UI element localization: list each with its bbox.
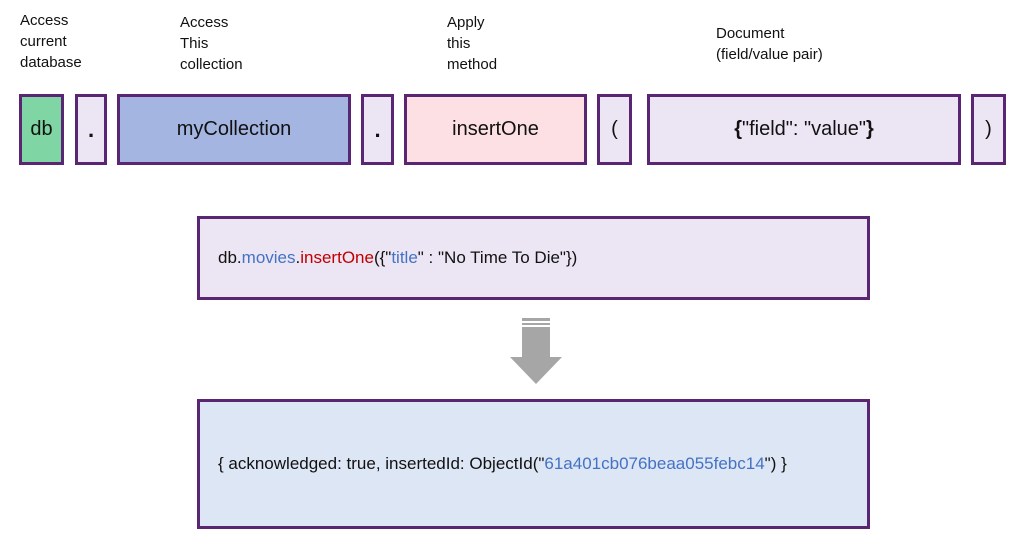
label-apply-method: Apply this method bbox=[447, 14, 498, 73]
collection-text: myCollection bbox=[176, 118, 292, 140]
close-paren-box: ) bbox=[971, 94, 1006, 165]
example-dot-1: . bbox=[236, 248, 242, 267]
dot-box-1: . bbox=[75, 94, 107, 165]
doc-body-text: "field": "value" bbox=[741, 118, 866, 140]
close-paren-text: ) bbox=[985, 118, 992, 140]
label-access-database: Access current database bbox=[20, 12, 82, 71]
dot-text-1: . bbox=[87, 116, 95, 142]
doc-open-brace: { bbox=[734, 118, 742, 140]
dot-box-2: . bbox=[361, 94, 394, 165]
example-collection: movies bbox=[241, 248, 296, 267]
collection-box: myCollection bbox=[117, 94, 351, 165]
result-panel: { acknowledged: true, insertedId: Object… bbox=[197, 399, 870, 529]
result-prefix: { acknowledged: true, insertedId: Object… bbox=[218, 454, 545, 473]
example-open: ({" bbox=[373, 248, 392, 267]
document-box: {"field": "value"} bbox=[647, 94, 961, 165]
example-db: db bbox=[218, 248, 237, 267]
method-text: insertOne bbox=[452, 118, 539, 140]
result-suffix: ") } bbox=[764, 454, 787, 473]
result-object-id: 61a401cb076beaa055febc14 bbox=[544, 454, 765, 473]
open-paren-box: ( bbox=[597, 94, 632, 165]
example-dot-2: . bbox=[295, 248, 301, 267]
label-document: Document (field/value pair) bbox=[716, 25, 823, 63]
db-box: db bbox=[19, 94, 64, 165]
down-arrow-icon bbox=[510, 318, 562, 384]
method-box: insertOne bbox=[404, 94, 587, 165]
example-method: insertOne bbox=[300, 248, 374, 267]
example-panel: db.movies.insertOne({"title" : "No Time … bbox=[197, 216, 870, 300]
db-text: db bbox=[30, 118, 53, 140]
example-rest: " : "No Time To Die"}) bbox=[417, 248, 578, 267]
label-access-collection: Access This collection bbox=[180, 14, 243, 73]
doc-close-brace: } bbox=[866, 118, 874, 140]
dot-text-2: . bbox=[374, 116, 381, 142]
open-paren-text: ( bbox=[611, 118, 618, 140]
example-field: title bbox=[391, 248, 418, 267]
